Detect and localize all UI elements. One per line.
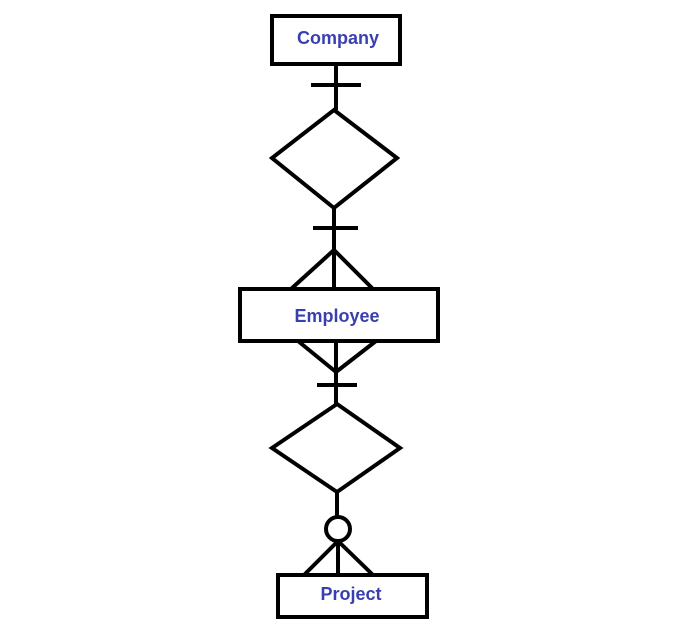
- works-for-relationship-diamond[interactable]: [268, 107, 401, 211]
- employee-top-crowfoot-left: [289, 248, 336, 291]
- employee-entity-label: Employee: [294, 306, 379, 326]
- company-entity-label: Company: [297, 28, 379, 48]
- employee-entity-box[interactable]: [238, 287, 440, 343]
- works-on-relationship-diamond[interactable]: [268, 401, 404, 495]
- project-crowfoot-left: [302, 539, 340, 577]
- project-entity-label: Project: [320, 584, 381, 604]
- employee-top-crowfoot-right: [332, 248, 375, 291]
- project-crowfoot-right: [336, 539, 375, 577]
- employee-bottom-crowfoot-left: [296, 339, 338, 374]
- project-zero-circle: [324, 515, 352, 543]
- employee-bottom-crowfoot-right: [334, 339, 378, 374]
- company-entity-box[interactable]: [270, 14, 402, 66]
- project-entity-box[interactable]: [276, 573, 429, 619]
